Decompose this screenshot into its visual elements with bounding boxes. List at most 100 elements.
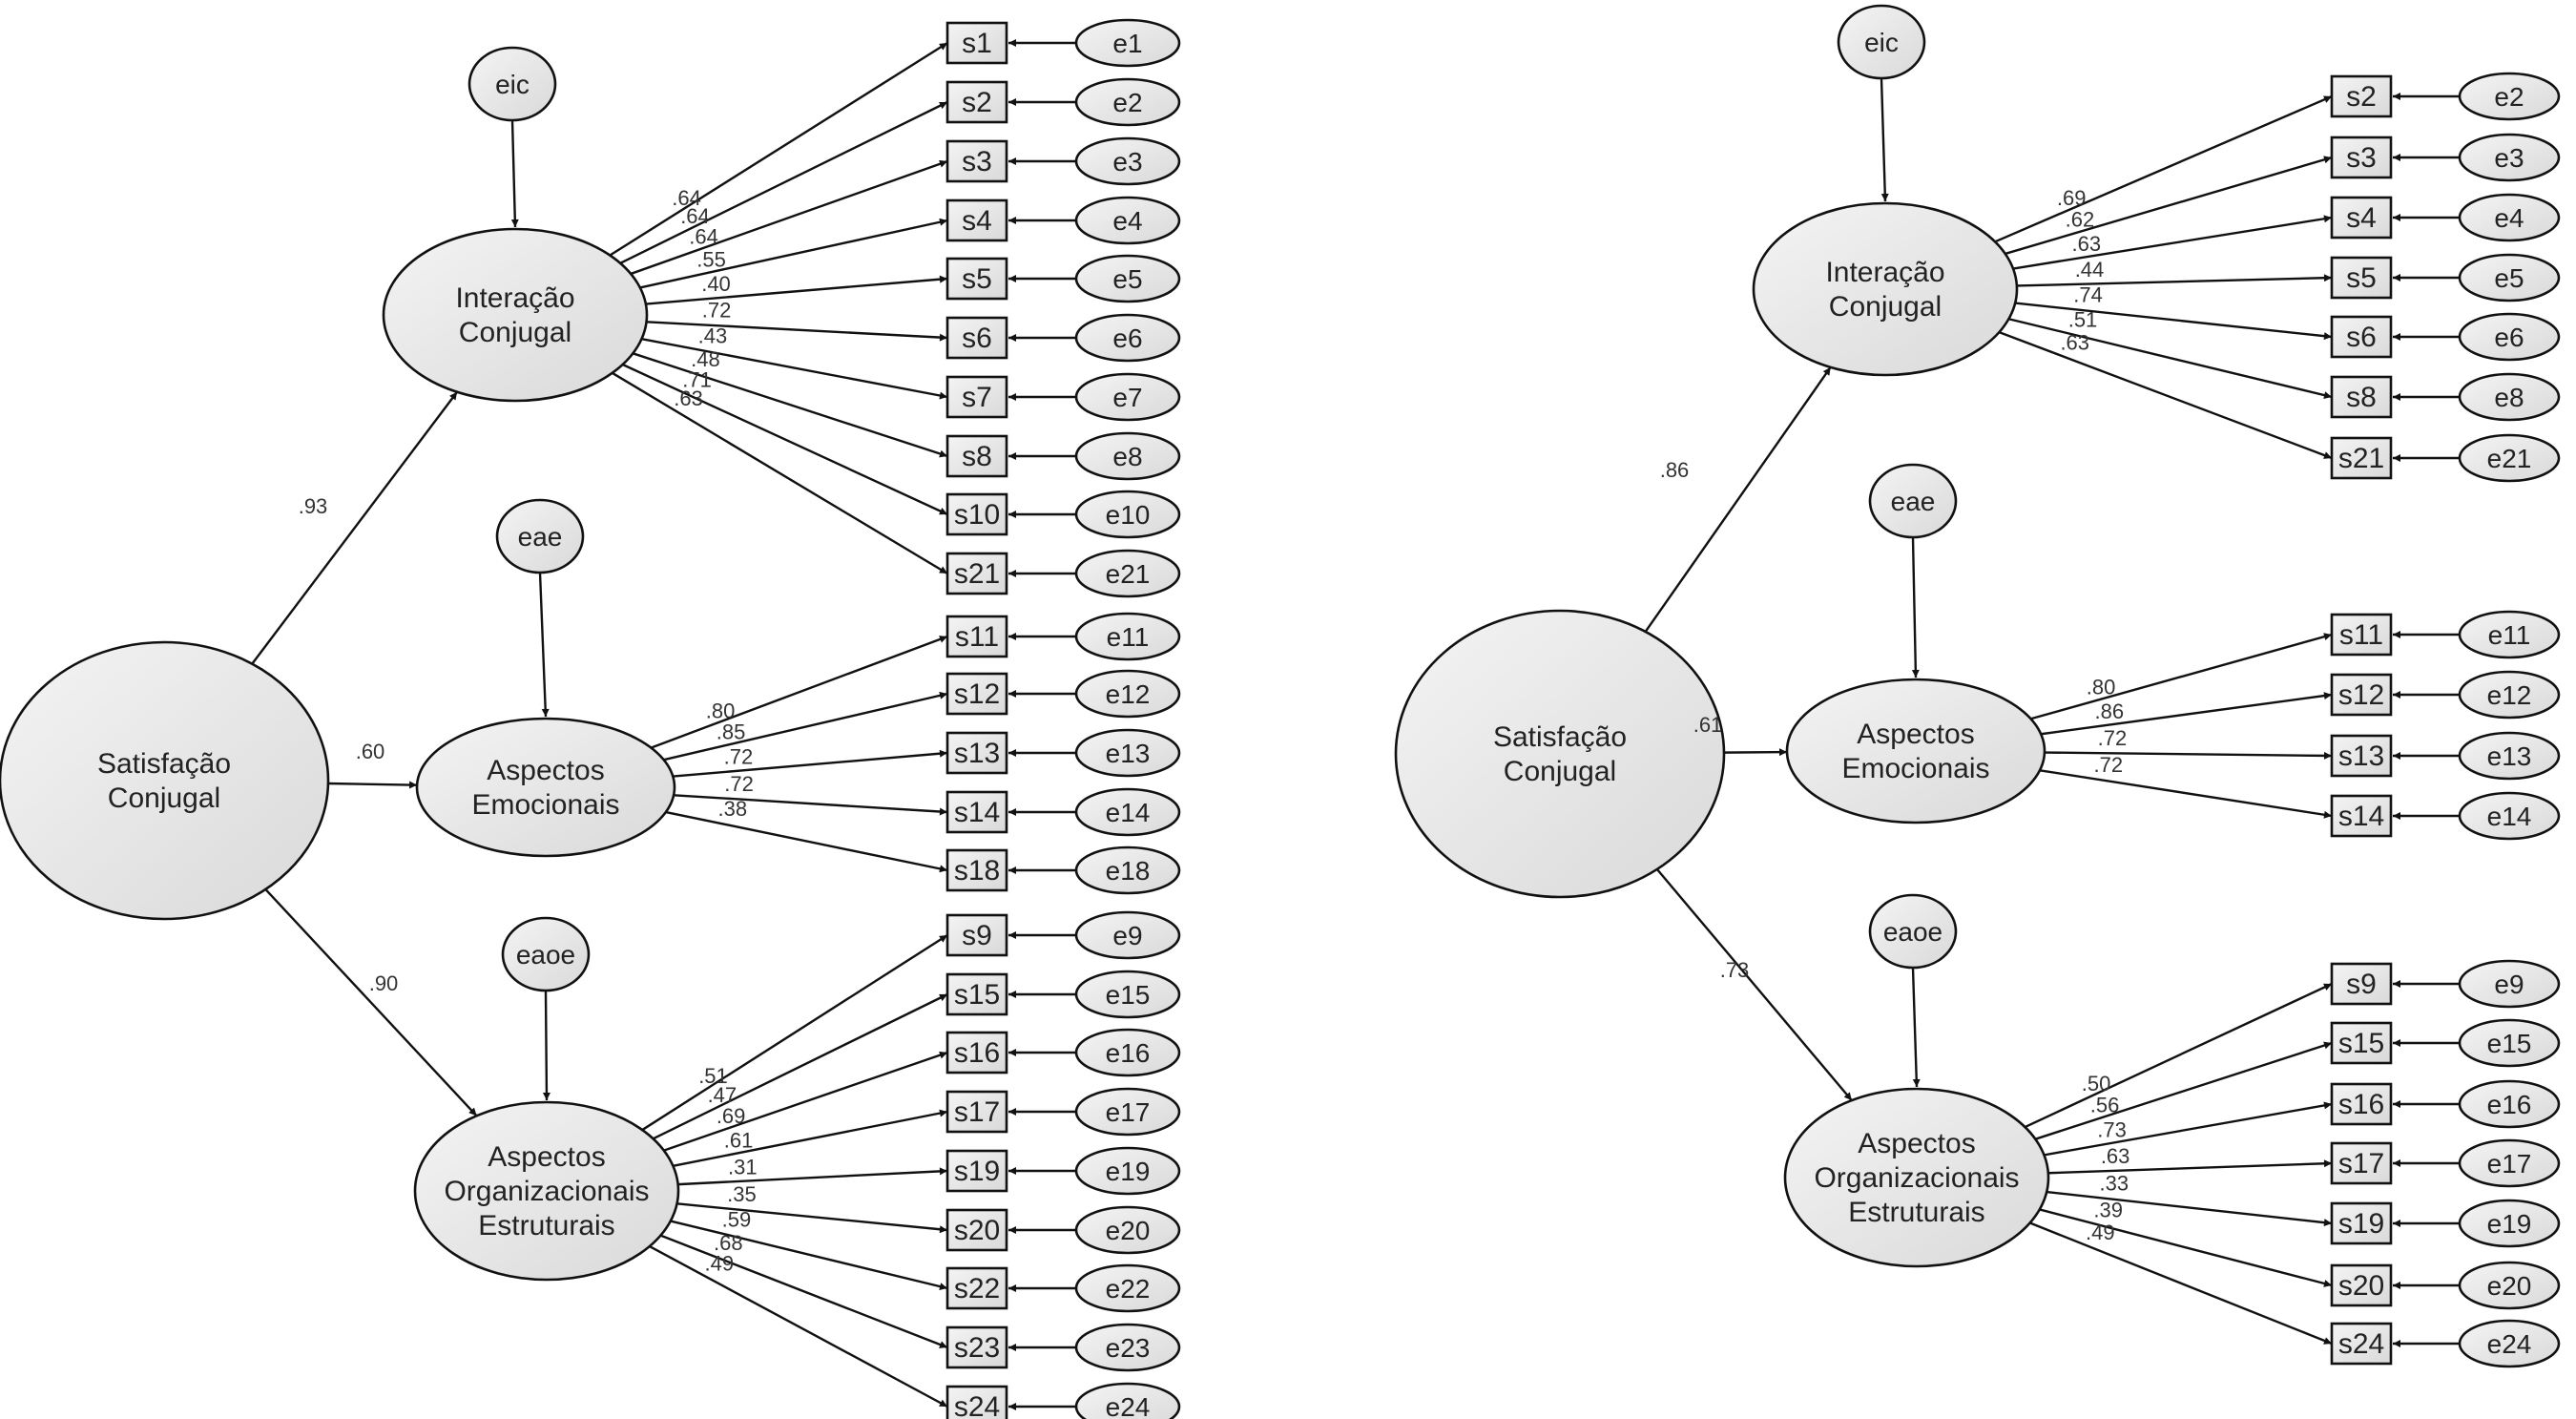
left-factor-0-item-s21-box bbox=[945, 552, 1008, 595]
left-factor-2-item-s15-box bbox=[945, 972, 1008, 1016]
right-factor-1-disturbance-path bbox=[1911, 536, 1920, 678]
left-factor-1-item-s13-error-term bbox=[1074, 728, 1181, 778]
left-factor-1-label-line: Aspectos bbox=[487, 755, 604, 786]
right-factor-1-item-s11-box bbox=[2330, 613, 2393, 657]
left-factor-1-item-s14-error-term bbox=[1074, 787, 1181, 837]
right-factor-0-item-s3-loading: .62 bbox=[2066, 208, 2095, 232]
left-factor-2-item-s17-loading: .61 bbox=[724, 1128, 754, 1152]
left-factor-2-item-s22-label: s22 bbox=[954, 1273, 1000, 1304]
left-factor-1-item-s12-box bbox=[945, 672, 1008, 716]
right-factor-2-path-coef: .73 bbox=[1720, 958, 1750, 982]
left-factor-1-item-s12-loading-path bbox=[663, 691, 948, 762]
right-factor-2-item-s16-error-term bbox=[2458, 1079, 2561, 1129]
left-factor-0-item-s4-error-term bbox=[1074, 196, 1181, 245]
right-factor-2-item-s15-error-term bbox=[2458, 1018, 2561, 1068]
left-factor-1-item-s13-error-label: e13 bbox=[1106, 739, 1151, 768]
left-factor-0-label-line: Conjugal bbox=[459, 317, 571, 348]
right-factor-1-item-s13-label: s13 bbox=[2338, 741, 2384, 772]
right-factor-0-disturbance-path bbox=[1880, 77, 1889, 202]
left-factor-0-item-s21-loading: .63 bbox=[674, 386, 703, 410]
right-factor-2-item-s20-error-term bbox=[2458, 1261, 2561, 1310]
left-factor-2-item-s16-loading-path bbox=[663, 1051, 948, 1152]
left-factor-0-item-s6-error-label: e6 bbox=[1112, 323, 1142, 353]
left-factor-2-item-s17-box bbox=[945, 1090, 1008, 1134]
right-factor-2-item-s9-loading-path bbox=[2024, 982, 2333, 1129]
left-factor-2-item-s20-error-label: e20 bbox=[1106, 1216, 1151, 1245]
right-factor-0-item-s5-label: s5 bbox=[2346, 262, 2377, 294]
right-factor-0-item-s8-label: s8 bbox=[2346, 382, 2377, 413]
left-factor-1-item-s14-loading: .72 bbox=[724, 772, 754, 796]
left-factor-0-item-s6-loading: .72 bbox=[702, 299, 732, 323]
right-factor-2-item-s16-loading: .73 bbox=[2097, 1118, 2127, 1142]
left-factor-2-item-s19-error-label: e19 bbox=[1106, 1157, 1151, 1186]
left-factor-1-structural-path bbox=[327, 781, 418, 789]
left-factor-1-item-s18-loading-path bbox=[665, 810, 948, 873]
right-factor-2-label-line: Estruturais bbox=[1848, 1197, 1984, 1228]
left-factor-0-item-s4-label: s4 bbox=[962, 205, 992, 237]
left-factor-0-item-s7-loading-path bbox=[641, 337, 948, 400]
left-factor-0-structural-path bbox=[251, 391, 459, 665]
left-factor-2-item-s20-box bbox=[945, 1208, 1008, 1252]
right-factor-1-structural-path bbox=[1723, 748, 1788, 757]
right-factor-0-item-s6-error-term bbox=[2458, 312, 2561, 362]
right-factor-2-item-s19-loading: .33 bbox=[2099, 1172, 2129, 1196]
right-factor-0-item-s4-box bbox=[2330, 196, 2393, 240]
right-factor-2-item-s17-loading: .63 bbox=[2101, 1144, 2130, 1168]
right-factor-1-item-s12-box bbox=[2330, 673, 2393, 717]
left-factor-1-disturbance-label: eae bbox=[518, 522, 563, 552]
left-factor-0-item-s10-loading-path bbox=[622, 363, 948, 516]
left-root-label-line: Satisfação bbox=[97, 748, 231, 780]
left-factor-0-item-s2-error-term bbox=[1074, 77, 1181, 127]
left-factor-2-item-s24-error-label: e24 bbox=[1106, 1392, 1151, 1419]
left-factor-1-item-s13-box bbox=[945, 731, 1008, 775]
left-factor-0-item-s1-error-label: e1 bbox=[1112, 29, 1142, 58]
right-factor-2-item-s24-loading: .49 bbox=[2086, 1221, 2115, 1244]
right-factor-0-item-s3-label: s3 bbox=[2346, 142, 2377, 174]
left-factor-1-item-s12-loading: .85 bbox=[717, 720, 746, 743]
right-factor-1-item-s12-label: s12 bbox=[2338, 679, 2384, 711]
right-factor-0-structural-path bbox=[1644, 366, 1832, 633]
right-factor-0-item-s21-label: s21 bbox=[2338, 443, 2384, 474]
left-factor-2-disturbance bbox=[501, 916, 591, 992]
left-factor-0-item-s4-loading-path bbox=[639, 218, 948, 289]
left-factor-2-item-s9-error-term bbox=[1074, 910, 1181, 960]
left-factor-0-item-s21-error-label: e21 bbox=[1106, 559, 1151, 589]
left-factor-0-item-s8-box bbox=[945, 434, 1008, 478]
right-factor-1-label-line: Aspectos bbox=[1857, 719, 1974, 750]
left-factor-2-item-s22-loading-path bbox=[670, 1220, 948, 1290]
left-factor-2-item-s16-error-label: e16 bbox=[1106, 1038, 1151, 1068]
left-factor-0-item-s6-error-term bbox=[1074, 313, 1181, 363]
left-factor-0-item-s10-error-label: e10 bbox=[1106, 500, 1151, 530]
left-factor-1-item-s12-error-label: e12 bbox=[1106, 679, 1151, 709]
left-factor-2-item-s20-label: s20 bbox=[954, 1215, 1000, 1246]
left-factor-1-item-s18-error-label: e18 bbox=[1106, 856, 1151, 886]
left-factor-2-disturbance-label: eaoe bbox=[516, 940, 575, 970]
right-factor-0-latent bbox=[1752, 201, 2019, 377]
right-factor-2-item-s24-box bbox=[2330, 1322, 2393, 1366]
left-factor-2-item-s17-loading-path bbox=[673, 1109, 948, 1168]
left-factor-2-item-s16-loading: .69 bbox=[717, 1104, 746, 1128]
left-factor-0-item-s1-loading: .64 bbox=[672, 186, 701, 210]
right-factor-0-item-s2-loading-path bbox=[1994, 94, 2333, 243]
right-factor-1-item-s13-loading: .72 bbox=[2098, 726, 2128, 750]
left-factor-1-item-s18-loading: .38 bbox=[718, 797, 748, 821]
right-factor-1-disturbance-label: eae bbox=[1891, 487, 1936, 516]
left-factor-2-item-s20-loading: .35 bbox=[727, 1182, 757, 1206]
left-factor-1-path-coef: .60 bbox=[356, 740, 385, 763]
right-factor-0-item-s5-box bbox=[2330, 256, 2393, 300]
left-factor-0-item-s5-box bbox=[945, 257, 1008, 301]
left-factor-1-item-s13-loading: .72 bbox=[724, 745, 754, 769]
left-factor-1-item-s11-label: s11 bbox=[955, 621, 999, 653]
right-factor-0-item-s21-loading: .63 bbox=[2060, 331, 2089, 355]
path-layer bbox=[251, 39, 2460, 1410]
right-factor-0-item-s2-label: s2 bbox=[2346, 81, 2377, 113]
left-factor-1-item-s11-error-term bbox=[1074, 612, 1181, 661]
right-factor-2-item-s9-box bbox=[2330, 962, 2393, 1006]
left-factor-2-item-s20-error-term bbox=[1074, 1205, 1181, 1255]
left-factor-2-item-s22-error-label: e22 bbox=[1106, 1274, 1151, 1304]
left-factor-1-item-s11-loading-path bbox=[650, 635, 948, 749]
right-factor-0-item-s3-error-term bbox=[2458, 133, 2561, 182]
left-factor-2-item-s20-loading-path bbox=[676, 1202, 948, 1234]
